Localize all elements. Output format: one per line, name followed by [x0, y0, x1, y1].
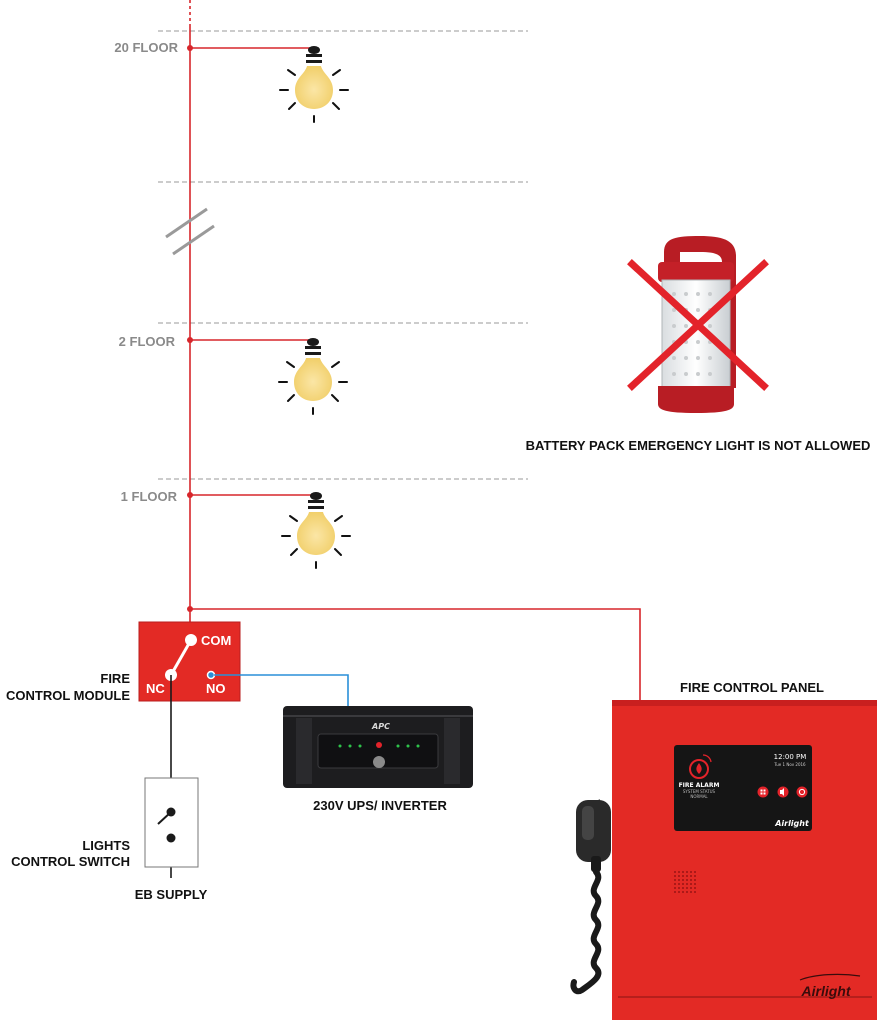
switch-wiring [144, 675, 199, 878]
screen-menu-icon [757, 786, 769, 798]
panel-title: FIRE CONTROL PANEL [680, 680, 824, 695]
floor-label-1: 1 FLOOR [121, 489, 178, 504]
fire-alarm-icon [689, 754, 712, 779]
light-bulb-icon [279, 45, 349, 123]
panel-brand: Airlight [801, 983, 852, 999]
screen-status-normal: NORMAL [690, 794, 708, 799]
riser-wire [189, 0, 641, 700]
fire-control-panel: FIRE ALARM SYSTEM STATUS NORMAL 12:00 PM… [612, 700, 877, 1020]
module-nc-label: NC [146, 681, 165, 696]
battery-lantern-icon [627, 236, 769, 413]
screen-date: Tue 1 Nov 2016 [773, 762, 806, 767]
floor-label-20: 20 FLOOR [114, 40, 178, 55]
floor-separators [158, 30, 528, 480]
battery-light-notice: BATTERY PACK EMERGENCY LIGHT IS NOT ALLO… [526, 438, 871, 453]
ups-label: 230V UPS/ INVERTER [313, 798, 447, 813]
screen-reset-icon [796, 786, 808, 798]
screen-title: FIRE ALARM [679, 782, 720, 789]
screen-time: 12:00 PM [774, 753, 807, 761]
module-title-line1: FIRE [100, 671, 130, 686]
module-com-label: COM [201, 633, 231, 648]
ups-brand: APC [371, 722, 390, 731]
fire-control-module [138, 621, 241, 702]
ups-inverter-icon: APC [283, 706, 473, 788]
floor-label-2: 2 FLOOR [119, 334, 176, 349]
screen-status: SYSTEM STATUS [683, 789, 716, 794]
light-bulb-icon [281, 491, 351, 569]
riser-break-icon [165, 207, 215, 256]
speaker-grille [674, 871, 696, 893]
screen-mute-icon [777, 786, 789, 798]
switch-label-line2: CONTROL SWITCH [11, 854, 130, 869]
switch-label-line1: LIGHTS [82, 838, 130, 853]
light-bulb-icon [278, 337, 348, 415]
ups-wire [214, 674, 349, 706]
module-title-line2: CONTROL MODULE [6, 688, 130, 703]
microphone-icon [570, 799, 611, 995]
wire-junctions [187, 45, 193, 612]
eb-supply-label: EB SUPPLY [135, 887, 208, 902]
module-no-label: NO [206, 681, 226, 696]
screen-brand: Airlight [774, 819, 810, 828]
